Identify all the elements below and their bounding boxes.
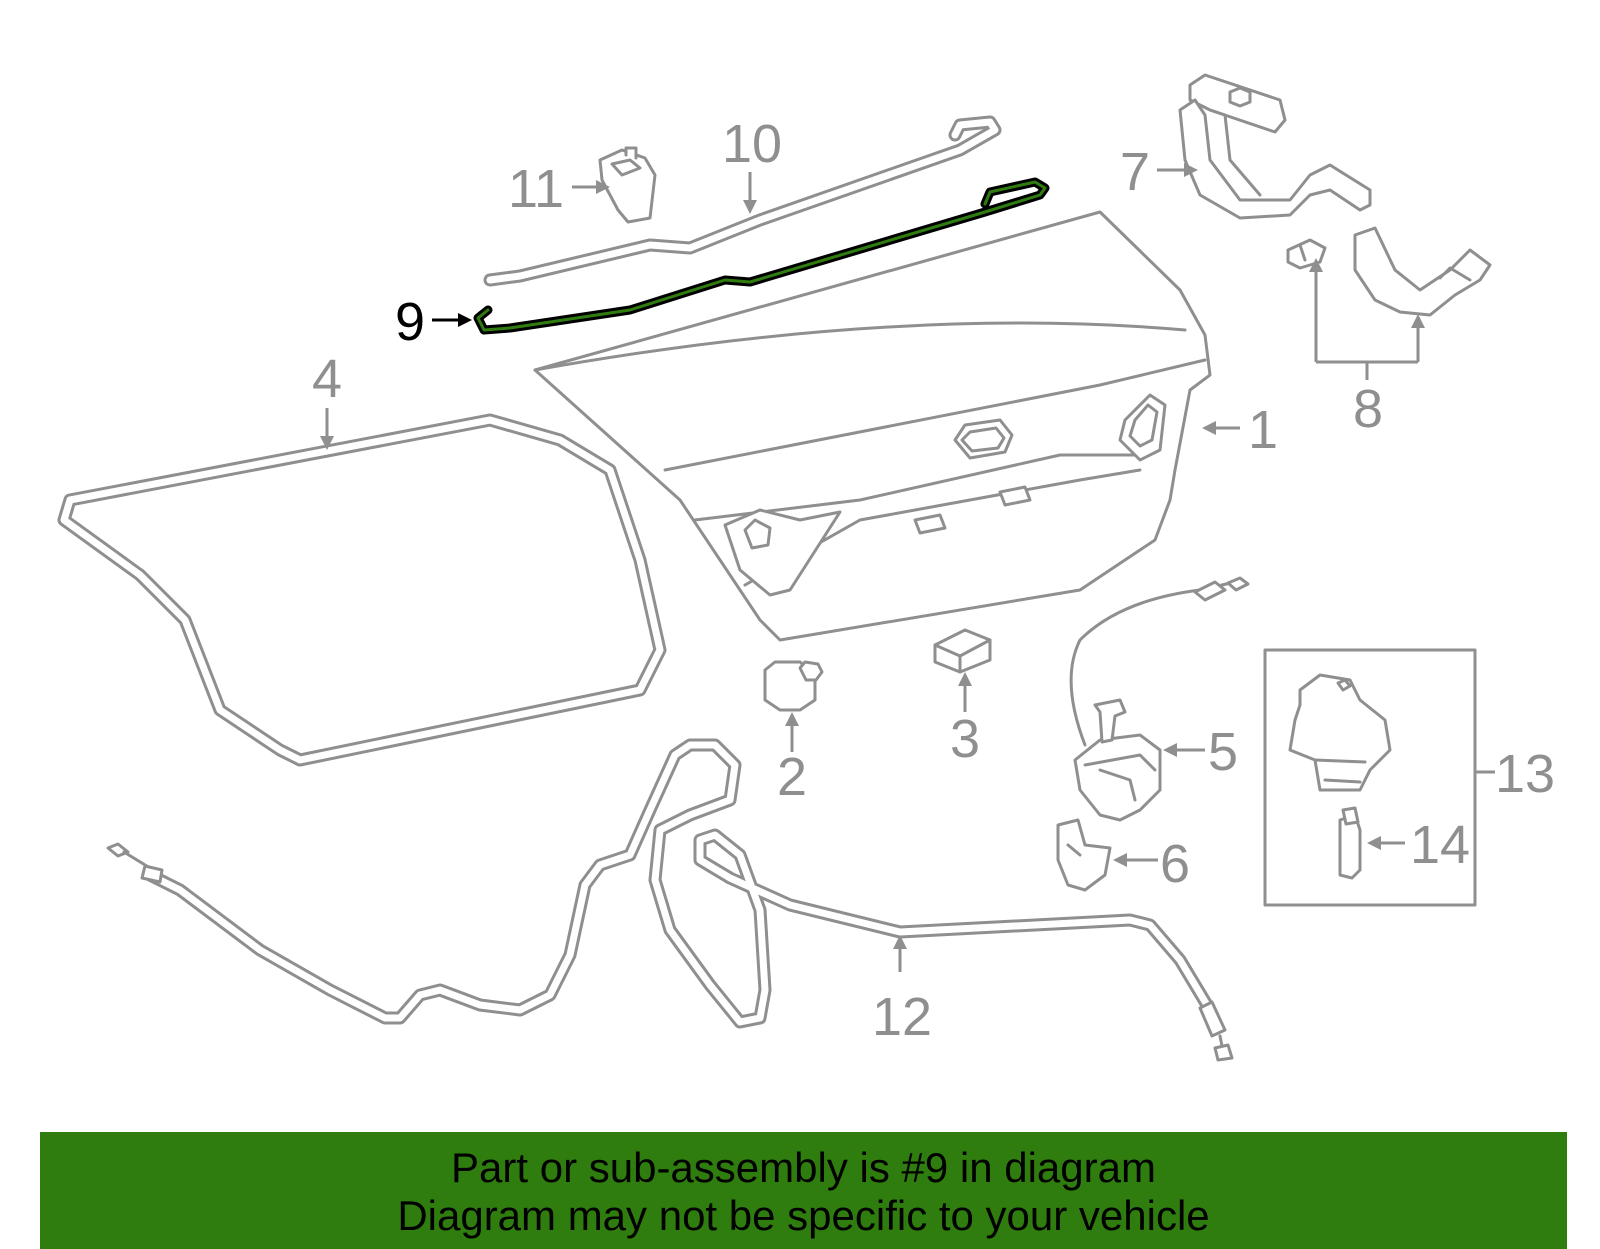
hinge-clip [1286, 238, 1327, 270]
info-banner: Part or sub-assembly is #9 in diagram Di… [40, 1132, 1567, 1249]
callout-6: 6 [1160, 834, 1190, 894]
callout-11: 11 [508, 159, 564, 219]
callout-5: 5 [1208, 722, 1238, 782]
callout-1: 1 [1248, 400, 1278, 460]
torsion-bar [483, 115, 1002, 287]
callout-labels: 1 2 3 4 5 6 7 8 9 10 11 12 13 14 [312, 114, 1555, 1047]
trunk-pad [933, 628, 992, 674]
callout-10: 10 [722, 114, 782, 174]
callout-2: 2 [777, 747, 807, 807]
callout-13: 13 [1495, 744, 1555, 804]
hinge-bracket [1353, 226, 1492, 317]
callout-3: 3 [950, 709, 980, 769]
callout-arrows [320, 163, 1495, 972]
callout-4: 4 [312, 349, 342, 409]
banner-line-2: Diagram may not be specific to your vehi… [397, 1192, 1210, 1239]
banner-line-1: Part or sub-assembly is #9 in diagram [451, 1144, 1156, 1191]
callout-14: 14 [1410, 815, 1470, 875]
torsion-bar-highlighted [473, 177, 1050, 335]
bumper-cushion [763, 660, 824, 712]
trunk-latch [1069, 576, 1250, 822]
callout-12: 12 [872, 987, 932, 1047]
callout-7: 7 [1120, 142, 1150, 202]
bumper-stop [598, 146, 657, 224]
weatherstrip-seal [57, 413, 667, 767]
trunk-hinge [1178, 73, 1372, 220]
release-cable [106, 738, 1234, 1062]
callout-9: 9 [395, 292, 425, 352]
callout-8: 8 [1353, 379, 1383, 439]
parts-13-14-box [1263, 648, 1477, 907]
latch-cover [1056, 818, 1112, 892]
parts-diagram: 1 2 3 4 5 6 7 8 9 10 11 12 13 14 [57, 73, 1555, 1062]
trunk-lid [533, 210, 1212, 642]
